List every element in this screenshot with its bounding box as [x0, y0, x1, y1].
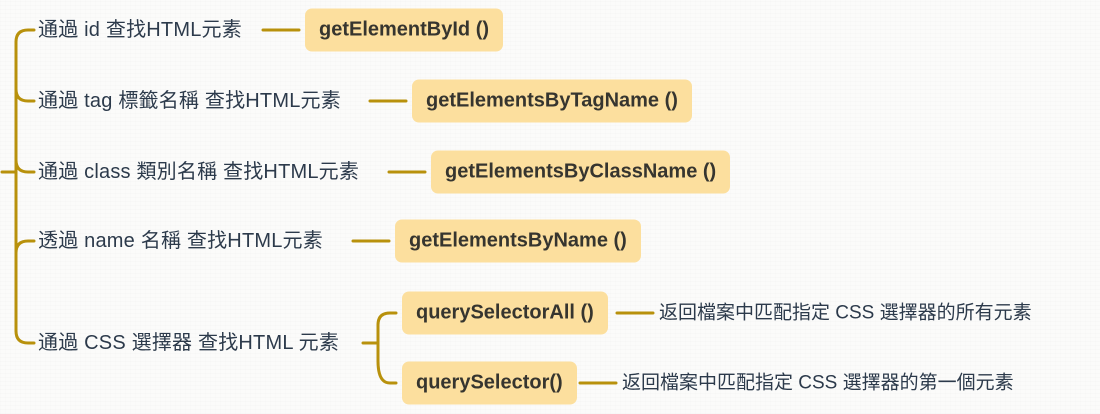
sub-branch-elbow-2: [376, 359, 398, 385]
sub-branch-elbow-1: [376, 311, 398, 327]
method-badge-get-elements-by-tag-name[interactable]: getElementsByTagName (): [412, 79, 692, 123]
method-badge-query-selector[interactable]: querySelector(): [402, 361, 577, 405]
branch-elbow-4: [14, 239, 36, 255]
branch-label-by-tag: 通過 tag 標籤名稱 查找HTML元素: [38, 90, 341, 112]
branch-elbow-1: [14, 28, 36, 44]
method-badge-get-elements-by-class-name[interactable]: getElementsByClassName (): [431, 150, 731, 194]
description-query-selector: 返回檔案中匹配指定 CSS 選擇器的第一個元素: [622, 372, 1014, 394]
branch-elbow-5: [14, 329, 36, 345]
description-query-selector-all: 返回檔案中匹配指定 CSS 選擇器的所有元素: [659, 302, 1032, 324]
branch-label-by-name: 透過 name 名稱 查找HTML元素: [38, 230, 323, 252]
branch-elbow-3: [14, 158, 36, 174]
method-badge-query-selector-all[interactable]: querySelectorAll (): [402, 291, 608, 335]
branch-label-by-css-selector: 通過 CSS 選擇器 查找HTML 元素: [38, 332, 340, 354]
branch-label-by-class: 通過 class 類別名稱 查找HTML元素: [38, 161, 360, 183]
branch-elbow-2: [14, 87, 36, 103]
branch-label-by-id: 通過 id 查找HTML元素: [38, 19, 242, 41]
method-badge-get-element-by-id[interactable]: getElementById (): [305, 8, 504, 52]
method-badge-get-elements-by-name[interactable]: getElementsByName (): [395, 219, 641, 263]
